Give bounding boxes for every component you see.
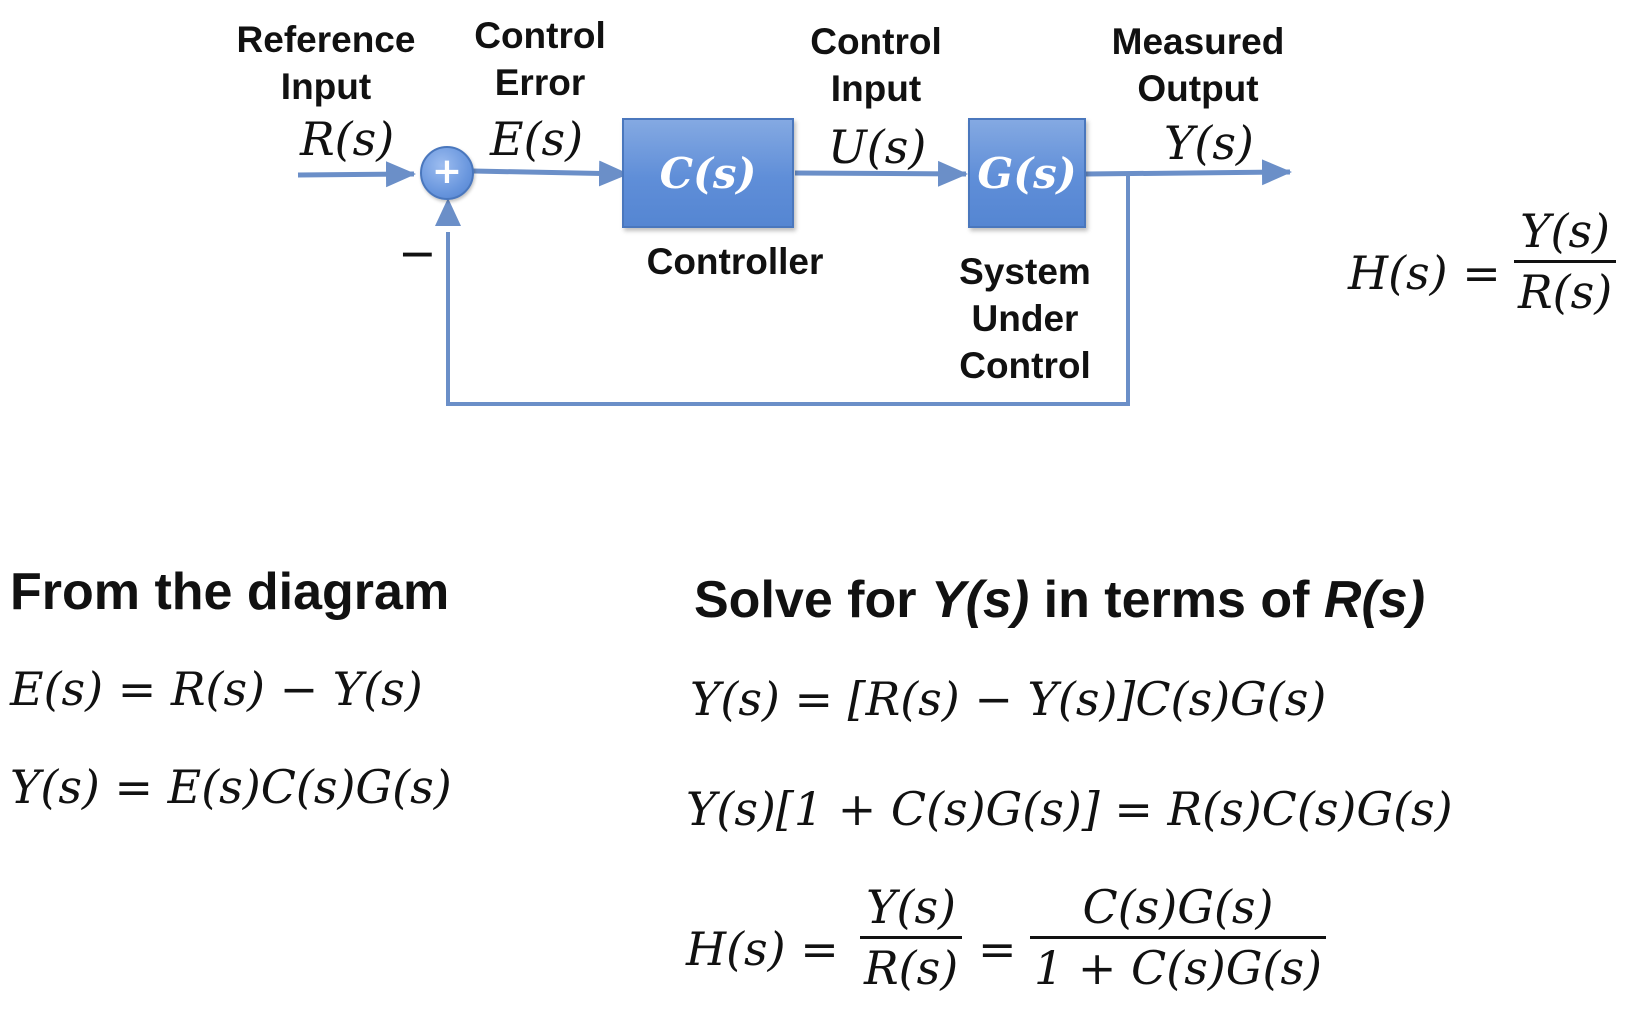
controller-block-label: C(s) [659,148,757,198]
plant-block-label: G(s) [977,148,1077,198]
measured-output-label: Measured Output [1111,21,1285,109]
reference-input-label: Reference Input [236,19,416,107]
right-equation-3-fraction-2: C(s)G(s) 1 + C(s)G(s) [1030,884,1326,991]
right-heading-r: R(s) [1323,571,1426,629]
transfer-function-denominator: R(s) [1518,265,1613,319]
signal-r: R(s) [300,112,395,166]
signal-u: U(s) [828,120,927,174]
right-heading-y: Y(s) [930,571,1030,629]
wire-controller-to-plant [794,160,968,187]
signal-e: E(s) [490,112,584,166]
control-error-label: Control Error [474,15,606,103]
right-equation-1: Y(s) = [R(s) − Y(s)]C(s)G(s) [690,672,1327,726]
controller-block: C(s) [622,118,794,228]
control-input-label: Control Input [810,21,942,109]
fraction-bar [1030,936,1326,939]
feedback-arrowhead [435,198,461,226]
right-equation-3-lhs: H(s) = [686,922,839,976]
summing-junction: + [420,146,474,200]
right-equation-3-denominator-1: R(s) [864,941,959,995]
right-equation-3-fraction-1: Y(s) R(s) [860,880,963,995]
wire-summer-to-controller [472,160,629,187]
wire-feedback-path [446,174,1130,406]
signal-y: Y(s) [1164,116,1254,170]
right-equation-3-denominator-2: 1 + C(s)G(s) [1034,941,1322,995]
wire-reference-to-summer [297,161,416,188]
transfer-function-numerator: Y(s) [1520,204,1610,258]
right-heading: Solve for Y(s) in terms of R(s) [694,570,1425,630]
transfer-function-lhs: H(s) = [1348,246,1501,300]
right-equation-2: Y(s)[1 + C(s)G(s)] = R(s)C(s)G(s) [686,782,1453,836]
plus-sign: + [431,150,463,192]
minus-sign: − [398,226,437,280]
fraction-bar [1514,260,1617,263]
right-heading-prefix: Solve for [694,571,931,629]
left-equation-1: E(s) = R(s) − Y(s) [10,662,423,716]
right-equation-3-equals: = [978,922,1017,976]
controller-label: Controller [646,241,824,282]
fraction-bar [860,936,963,939]
wire-plant-to-output [1085,159,1292,186]
transfer-function-fraction: Y(s) R(s) [1514,204,1617,319]
plant-block: G(s) [968,118,1086,228]
left-equation-2: Y(s) = E(s)C(s)G(s) [10,760,452,814]
right-equation-3-numerator-1: Y(s) [866,880,956,934]
left-heading: From the diagram [10,563,450,621]
right-heading-mid: in terms of [1029,571,1324,629]
system-under-control-label: System Under Control [959,251,1091,386]
right-equation-3-numerator-2: C(s)G(s) [1082,880,1274,934]
